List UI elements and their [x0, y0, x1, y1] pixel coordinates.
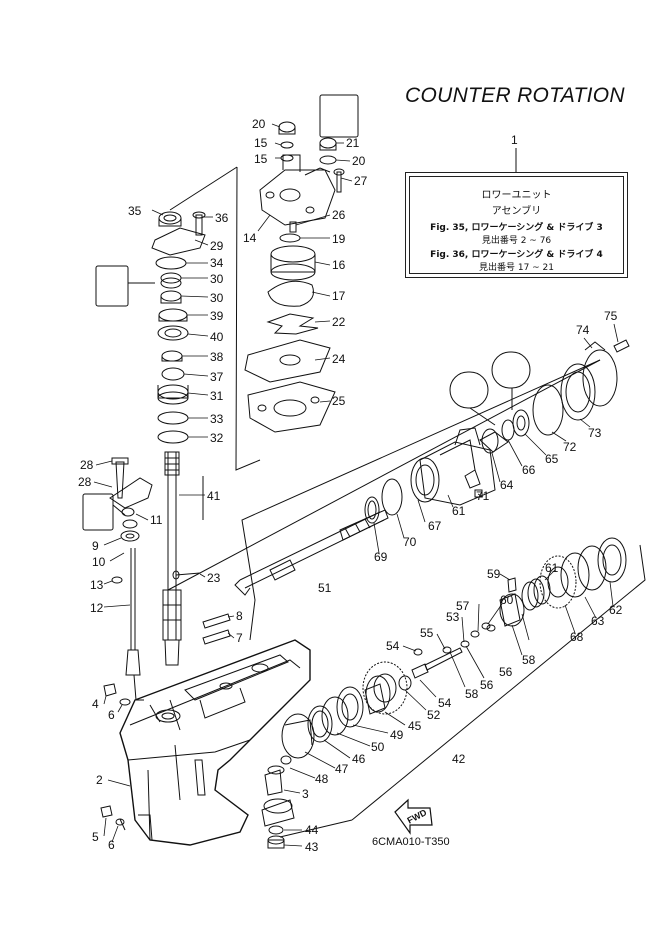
callout-54: 54	[438, 696, 452, 710]
callout-2: 2	[96, 773, 103, 787]
callout-54: 54	[386, 639, 400, 653]
callout-50: 50	[371, 740, 385, 754]
callout-3: 3	[302, 787, 309, 801]
fig36-range: 見出番号 17 ~ 21	[478, 263, 555, 273]
callout-20: 21	[346, 136, 360, 150]
callout-22: 23	[207, 571, 221, 585]
callout-21: 22	[332, 315, 346, 329]
fig35-reference: Fig. 35, ロワーケーシング & ドライブ 3	[430, 223, 603, 233]
callout-4: 4	[92, 697, 99, 711]
callout-14: 14	[243, 231, 257, 245]
callout-61: 61	[545, 561, 559, 575]
callout-30: 30	[210, 272, 224, 286]
callout-65: 64	[500, 478, 514, 492]
callout-17: 17	[332, 289, 346, 303]
callout-47: 47	[335, 762, 349, 776]
callout-16: 16	[332, 258, 346, 272]
callout-76: 75	[604, 309, 618, 323]
callout-13: 13	[90, 578, 104, 592]
callout-5: 5	[92, 830, 99, 844]
callout-24: 25	[332, 394, 346, 408]
callout-74: 73	[588, 426, 602, 440]
callout-70: 69	[374, 550, 388, 564]
callout-41: 41	[207, 489, 221, 503]
assembly-name-line2: アセンブリ	[491, 206, 542, 217]
callout-64: 63	[591, 614, 605, 628]
callout-18: 19	[332, 232, 346, 246]
callout-43: 43	[305, 840, 319, 854]
callout-38: 38	[210, 350, 224, 364]
callout-72: 71	[476, 489, 490, 503]
callout-15: 15	[254, 136, 268, 150]
callout-28: 28	[80, 458, 94, 472]
callout-58: 58	[465, 687, 479, 701]
assembly-reference-box: ロワーユニット アセンブリ Fig. 35, ロワーケーシング & ドライブ 3…	[405, 172, 628, 278]
callout-57: 57	[456, 599, 470, 613]
callout-58: 58	[522, 653, 536, 667]
callout-56: 56	[499, 665, 513, 679]
fwd-label: FWD	[405, 807, 428, 826]
figure-code: 6CMA010-T350	[372, 836, 450, 848]
callout-32: 32	[210, 431, 224, 445]
fig35-range: 見出番号 2 ~ 76	[481, 236, 552, 246]
callout-46: 46	[352, 752, 366, 766]
callout-49: 49	[390, 728, 404, 742]
callout-59: 59	[487, 567, 501, 581]
callout-51: 51	[318, 581, 332, 595]
callout-15: 15	[254, 152, 268, 166]
callout-27: 28	[78, 475, 92, 489]
diagram-title: COUNTER ROTATION	[405, 84, 625, 107]
callout-19: 20	[352, 154, 366, 168]
callout-56: 56	[480, 678, 494, 692]
callout-62: 61	[452, 504, 466, 518]
callout-8: 8	[236, 609, 243, 623]
callout-29: 29	[210, 239, 224, 253]
callout-67: 66	[522, 463, 536, 477]
callout-36: 36	[215, 211, 229, 225]
callout-40: 40	[210, 330, 224, 344]
callout-44: 44	[305, 823, 319, 837]
callout-42: 42	[452, 752, 466, 766]
callout-75: 74	[576, 323, 590, 337]
callout-31: 31	[210, 389, 224, 403]
callout-7: 7	[236, 631, 243, 645]
callout-1: 1	[511, 133, 518, 147]
callout-20: 20	[252, 117, 266, 131]
callout-68: 67	[428, 519, 442, 533]
callout-60: 60	[500, 593, 514, 607]
callout-25: 26	[332, 208, 346, 222]
callout-52: 52	[427, 708, 441, 722]
callout-71: 70	[403, 535, 417, 549]
callout-63: 62	[609, 603, 623, 617]
callout-34: 34	[210, 256, 224, 270]
callout-69: 68	[570, 630, 584, 644]
callout-10: 10	[92, 555, 106, 569]
callout-37: 37	[210, 370, 224, 384]
callout-53: 53	[446, 610, 460, 624]
callout-23: 24	[332, 352, 346, 366]
callout-35: 35	[128, 204, 142, 218]
fig36-reference: Fig. 36, ロワーケーシング & ドライブ 4	[430, 250, 603, 260]
callout-6: 6	[108, 838, 115, 852]
callout-30: 30	[210, 291, 224, 305]
assembly-name-line1: ロワーユニット	[481, 190, 552, 201]
callout-12: 12	[90, 601, 104, 615]
callout-11: 11	[150, 513, 163, 527]
callout-26: 27	[354, 174, 368, 188]
callout-66: 65	[545, 452, 559, 466]
callout-39: 39	[210, 309, 224, 323]
callout-6: 6	[108, 708, 115, 722]
callout-9: 9	[92, 539, 99, 553]
callout-33: 33	[210, 412, 224, 426]
callout-73: 72	[563, 440, 577, 454]
callout-48: 48	[315, 772, 329, 786]
callout-45: 45	[408, 719, 422, 733]
callout-55: 55	[420, 626, 434, 640]
